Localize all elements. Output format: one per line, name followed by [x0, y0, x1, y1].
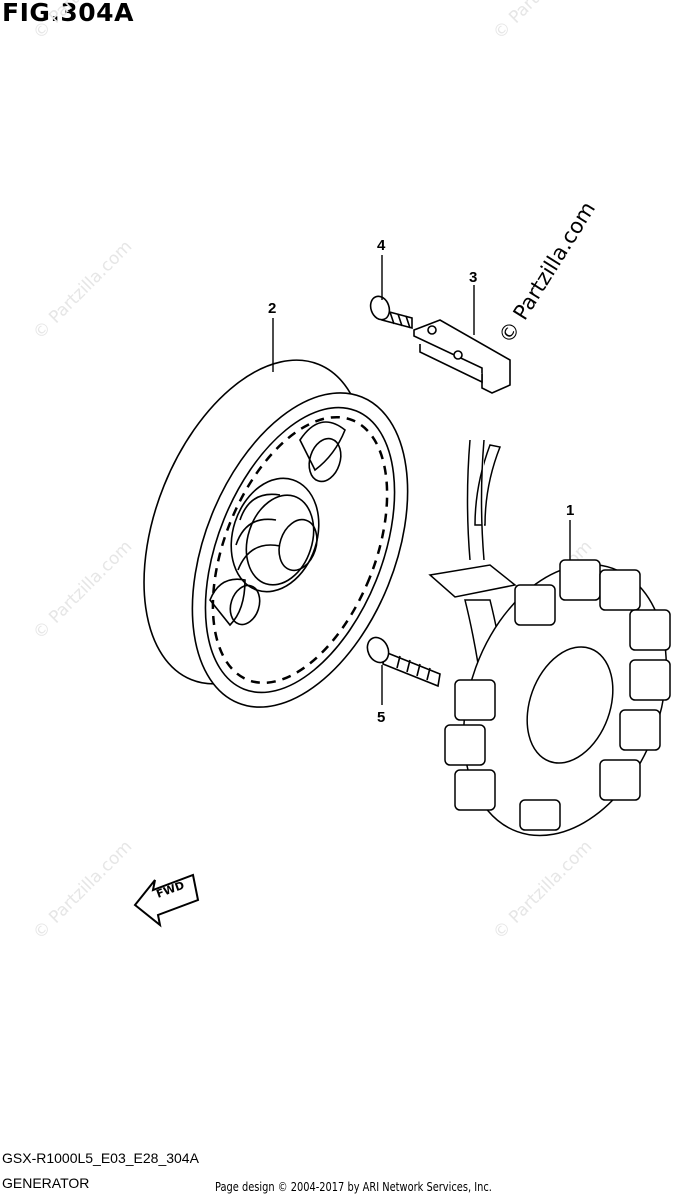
diagram-name: GENERATOR — [2, 1175, 90, 1191]
watermark: © Partzilla.com — [29, 837, 136, 944]
callout-2: 2 — [268, 300, 276, 317]
copyright-text: Page design © 2004-2017 by ARI Network S… — [215, 1180, 492, 1194]
watermark: © Partzilla.com — [29, 537, 136, 644]
watermark: © Partzilla.com — [489, 0, 596, 44]
bracket-part — [413, 319, 511, 394]
stator-part — [428, 439, 671, 837]
callout-5: 5 — [377, 709, 385, 726]
watermark-main: © Partzilla.com — [494, 197, 600, 347]
bolt-5-part — [366, 636, 441, 688]
callout-4: 4 — [377, 237, 386, 254]
rotor-part — [143, 359, 409, 708]
callout-1: 1 — [566, 502, 574, 519]
stator-poles — [444, 559, 671, 831]
watermark: © Partzilla.com — [29, 0, 136, 44]
watermark: © Partzilla.com — [489, 837, 596, 944]
fwd-arrow: FWD — [133, 873, 200, 928]
bolt-4-part — [369, 295, 413, 330]
callout-3: 3 — [469, 269, 477, 286]
figure-title: FIG.304A — [2, 0, 134, 27]
watermark: © Partzilla.com — [29, 237, 136, 344]
diagram-code: GSX-R1000L5_E03_E28_304A — [2, 1150, 199, 1166]
callouts — [272, 255, 571, 705]
